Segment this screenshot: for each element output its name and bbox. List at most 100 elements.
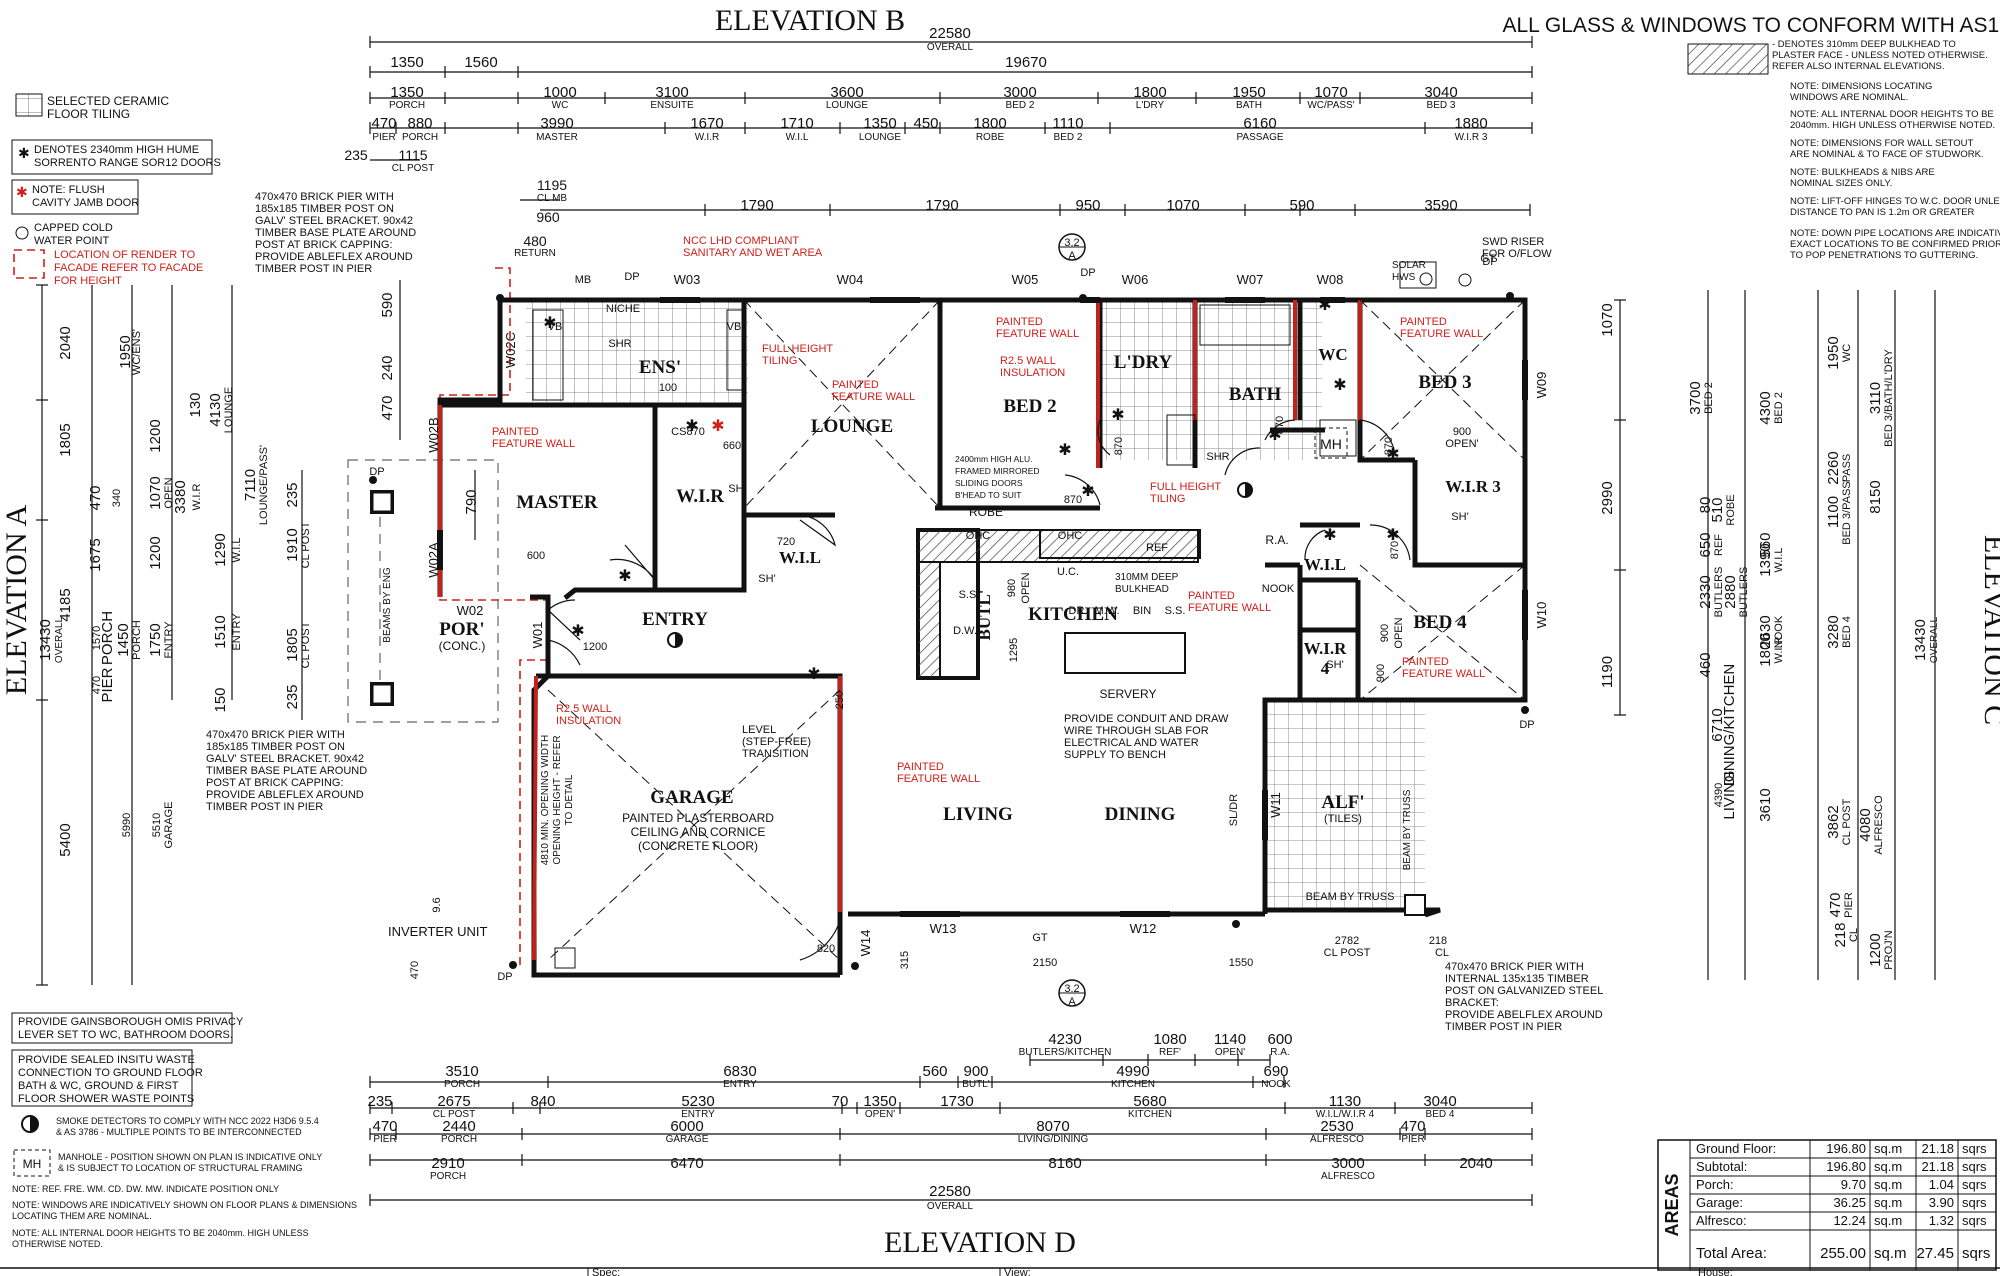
pier-note-1-line: GALV' STEEL BRACKET. 90x42 — [255, 215, 413, 227]
dim-left-g-2: 470 — [379, 395, 396, 420]
dim-right-b-9: 2880 — [1722, 575, 1739, 608]
dim-right-c-11: PIER — [1843, 892, 1855, 918]
plan-label: SH' — [728, 483, 745, 495]
elevation-b-label: ELEVATION B — [715, 4, 905, 37]
dim-top-r4-0: 235 — [344, 147, 368, 163]
plan-label: 820 — [817, 943, 835, 955]
window-label: W02 — [457, 603, 484, 618]
area-unit2: sqrs — [1962, 1245, 1990, 1262]
garage-sub-3: (CONCRETE FLOOR) — [638, 839, 758, 853]
svg-text:✱: ✱ — [807, 666, 820, 683]
area-sqm: 12.24 — [1833, 1213, 1866, 1228]
room-entry: ENTRY — [642, 609, 708, 630]
area-unit: sq.m — [1874, 1141, 1902, 1156]
dim-bot-c-3: 5230 — [681, 1093, 714, 1110]
dim-left-c-0: 1200 — [147, 419, 164, 452]
plan-label: OHC — [966, 530, 991, 542]
dim-top-r1-0: 1350 — [390, 54, 423, 71]
dim-bot-d-3: 8070 — [1036, 1118, 1069, 1135]
elevation-a-label: ELEVATION A — [0, 505, 33, 696]
area-sqm: 255.00 — [1820, 1245, 1866, 1262]
area-sqm: 9.70 — [1841, 1177, 1866, 1192]
plan-label: M.W. — [1094, 605, 1119, 617]
plan-label: DP — [1519, 719, 1534, 731]
manhole-icon — [13, 1149, 51, 1177]
full-tiling-note: FULL HEIGHT — [762, 343, 833, 355]
bulkhead-note: 310MM DEEP — [1115, 572, 1179, 583]
plan-label: SHR — [608, 338, 631, 350]
painted-feature-note: FEATURE WALL — [897, 773, 980, 785]
right-note-line: NOTE: DOWN PIPE LOCATIONS ARE INDICATIVE… — [1790, 228, 2000, 239]
room-ldry: L'DRY — [1114, 352, 1173, 373]
room-lounge: LOUNGE — [811, 416, 893, 437]
conduit-note: SUPPLY TO BENCH — [1064, 749, 1166, 761]
dim-right-e-5: 1200 — [1867, 933, 1884, 966]
svg-text:✱: ✱ — [1268, 427, 1281, 444]
pier-note-1-line: 185x185 TIMBER POST ON — [255, 203, 394, 215]
insulation-note: R2.5 WALL — [1000, 355, 1056, 367]
svg-text:✱: ✱ — [685, 418, 698, 435]
plan-label: SHR — [1206, 451, 1229, 463]
dim-right-d-0: 1950 — [1825, 336, 1842, 369]
omis-note-2: LEVER SET TO WC, BATHROOM DOORS. — [18, 1029, 233, 1041]
dim-right-f-1: OVERALL — [1929, 616, 1940, 663]
dim-left-d-1: 3380 — [172, 480, 189, 513]
dim-right-b-13: DINING/KITCHEN — [1721, 664, 1738, 787]
dim-left-b-8: PIER — [99, 667, 116, 702]
window-label: W09 — [1534, 372, 1549, 399]
painted-feature-note: PAINTED — [996, 316, 1043, 328]
opening-note: 4810 MIN. OPENING WIDTH — [540, 735, 551, 866]
dim-bot-d-label-1: PORCH — [441, 1134, 477, 1145]
dim-bot-e-3: 3000 — [1331, 1155, 1364, 1172]
painted-feature-note: PAINTED — [897, 761, 944, 773]
dim-top-inner-0: 1195 — [537, 177, 567, 193]
legend-cavity-2: CAVITY JAMB DOOR — [32, 197, 139, 209]
dim-right-b-3: 650 — [1697, 532, 1714, 557]
right-note-line: DISTANCE TO PAN IS 1.2m OR GREATER — [1790, 207, 1975, 218]
plan-label: 1200 — [583, 641, 607, 653]
insulation-note: INSULATION — [556, 715, 621, 727]
svg-text:✱: ✱ — [1111, 407, 1124, 424]
area-unit: sq.m — [1874, 1245, 1907, 1262]
dim-top-r2-5: 1800 — [1133, 84, 1166, 101]
sliding-doors-note: B'HEAD TO SUIT — [955, 490, 1022, 500]
dim-right-d-9: CL POST — [1841, 798, 1853, 845]
plan-label: 3.2 — [1064, 983, 1079, 995]
footer-house: House: — [1698, 1267, 1733, 1276]
dim-top-r3-4: 1710 — [780, 115, 813, 132]
areas-title: AREAS — [1662, 1173, 1682, 1236]
dim-right-d-2: 2260 — [1825, 451, 1842, 484]
dim-top-r2-4: 3000 — [1003, 84, 1036, 101]
dim-bot-d-4: 2530 — [1320, 1118, 1353, 1135]
dim-right-c-13: CL — [1848, 928, 1860, 942]
window-label: W07 — [1237, 272, 1264, 287]
svg-text:✱: ✱ — [1323, 527, 1336, 544]
full-tiling-note: FULL HEIGHT — [1150, 481, 1221, 493]
svg-text:✱: ✱ — [571, 623, 584, 640]
dim-left-b-3: 340 — [111, 489, 123, 507]
plan-label: OHC — [1058, 530, 1083, 542]
dim-top-r2-label-7: WC/PASS' — [1307, 100, 1354, 111]
dim-left-f-4: CL POST — [300, 621, 312, 668]
dim-right-e-3: 4080 — [1857, 808, 1874, 841]
dim-bot-b-0: 3510 — [445, 1063, 478, 1080]
dim-top-r3-5: 1350 — [863, 115, 896, 132]
dim-left-a-3: 5400 — [57, 823, 74, 856]
dim-left-d-5: 1510 — [212, 615, 229, 648]
plan-label: 870 — [1064, 494, 1082, 506]
plan-label: 2782 — [1335, 935, 1359, 947]
dim-bot-e-label-0: PORCH — [430, 1171, 466, 1182]
room-bed4: BED 4 — [1413, 612, 1467, 633]
dim-left-g-3: 790 — [463, 489, 480, 514]
sliding-doors-note: SLIDING DOORS — [955, 478, 1023, 488]
pier-bottom-note: 470x470 BRICK PIER WITH — [1445, 961, 1584, 973]
render-swatch-icon — [13, 249, 45, 279]
plan-label: CS870 — [671, 426, 705, 438]
dim-bot-c-label-1: CL POST — [433, 1109, 475, 1120]
right-note-line: TO POP PENETRATIONS TO GUTTERING. — [1790, 250, 1978, 261]
dim-bot-d-2: 6000 — [670, 1118, 703, 1135]
dim-top-inner-row-0: 1790 — [740, 197, 773, 214]
dim-right-b-11: 460 — [1697, 652, 1714, 677]
dim-top-r2-8: 3040 — [1424, 84, 1457, 101]
